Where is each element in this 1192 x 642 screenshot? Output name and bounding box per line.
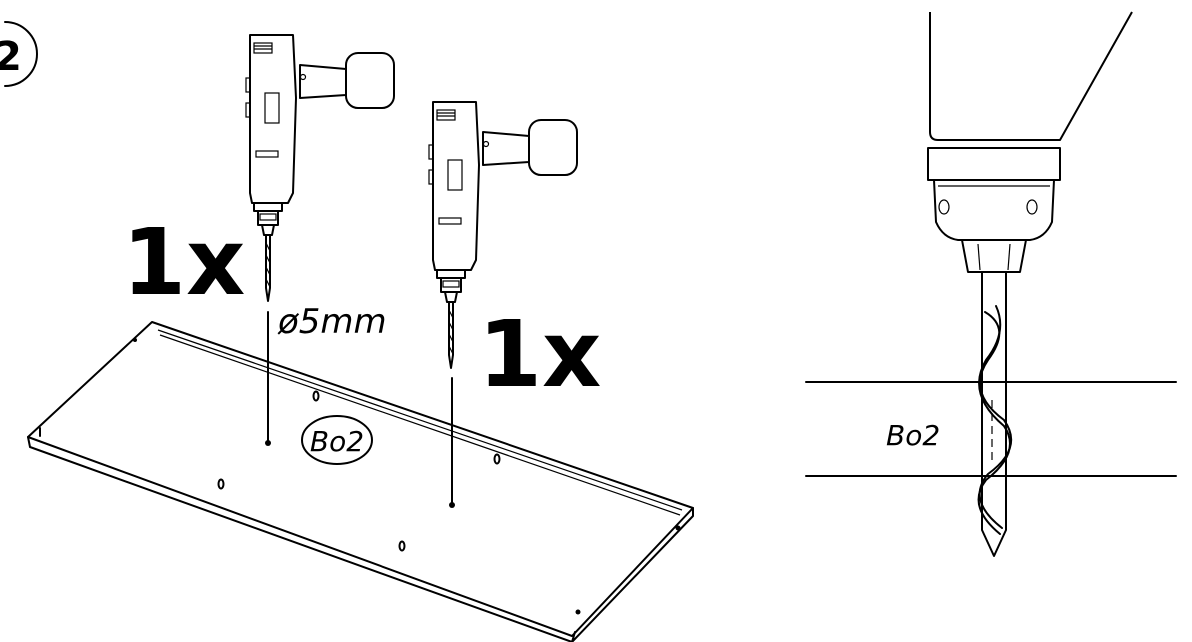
drill-point	[265, 440, 271, 446]
peg-hole	[493, 453, 501, 465]
peg-hole	[312, 390, 320, 402]
peg-hole	[398, 540, 406, 552]
left-drill-quantity: 1x	[122, 209, 245, 316]
panel-label: Bo2	[310, 425, 364, 458]
right-drill-quantity: 1x	[478, 301, 601, 408]
step-number-badge: 2	[0, 21, 38, 87]
chuck-jaws	[961, 239, 1027, 273]
chuck-collar	[927, 147, 1061, 181]
detail-panel-label: Bo2	[886, 419, 940, 452]
detail-view: Bo2	[805, 11, 1177, 557]
left-drill: 1x ø5mm	[122, 34, 395, 446]
drill-diameter: ø5mm	[277, 302, 387, 342]
chuck-body	[933, 179, 1055, 241]
panel-bo2: Bo2	[27, 321, 694, 642]
step-number: 2	[0, 34, 22, 80]
peg-hole	[217, 478, 225, 490]
drill-bit	[981, 271, 1007, 557]
drill-point	[449, 502, 455, 508]
panel-label-ring	[301, 415, 373, 465]
right-drill: 1x	[428, 101, 601, 508]
drill-icon	[245, 34, 395, 302]
